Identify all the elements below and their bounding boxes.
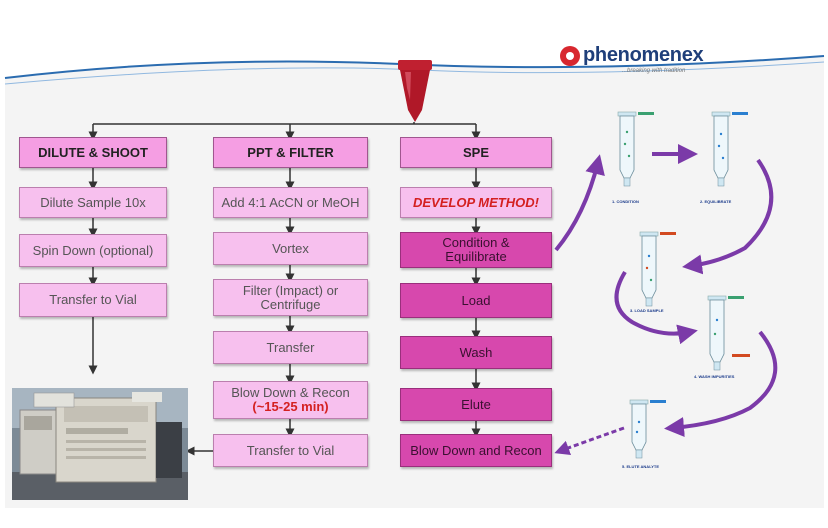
spe-header: SPE — [400, 137, 552, 168]
spe-step-blowdown: Blow Down and Recon — [400, 434, 552, 467]
spe-step-condition-line1: Condition & — [442, 235, 510, 250]
spe-step-elute: Elute — [400, 388, 552, 421]
ppt-step-blowdown-line1: Blow Down & Recon — [231, 385, 350, 400]
ppt-step-filter: Filter (Impact) or Centrifuge — [213, 279, 368, 316]
spe-step-load: Load — [400, 283, 552, 318]
spe-cartridge-icon — [617, 111, 654, 187]
spe-label-equilibrate: 2. EQUILIBRATE — [700, 199, 732, 204]
brand-tagline: ...breaking with tradition — [622, 68, 686, 74]
spe-label-load-sample: 3. LOAD SAMPLE — [630, 308, 664, 313]
spe-step-wash: Wash — [400, 336, 552, 369]
phenomenex-logo: phenomenex ...breaking with tradition — [560, 44, 710, 78]
dilute-step-1: Dilute Sample 10x — [19, 187, 167, 218]
spe-cartridge-icon — [629, 399, 666, 459]
brand-name: phenomenex — [583, 44, 704, 66]
spe-develop-method: DEVELOP METHOD! — [400, 187, 552, 218]
ppt-filter-header: PPT & FILTER — [213, 137, 368, 168]
spe-label-elute: 5. ELUTE ANALYTE — [622, 464, 659, 469]
ppt-step-transfer: Transfer — [213, 331, 368, 364]
dilute-step-2: Spin Down (optional) — [19, 234, 167, 267]
spe-step-condition-line2: Equilibrate — [445, 249, 507, 264]
spe-cartridge-icon — [711, 111, 748, 187]
dilute-shoot-header: DILUTE & SHOOT — [19, 137, 167, 168]
ppt-step-transfer-vial: Transfer to Vial — [213, 434, 368, 467]
phenomenex-mark-icon — [560, 46, 580, 66]
dilute-step-3: Transfer to Vial — [19, 283, 167, 317]
spe-cartridge-icon — [639, 231, 676, 307]
spe-label-condition: 1. CONDITION — [612, 199, 639, 204]
spe-cartridge-icon — [707, 295, 750, 371]
sample-tube-icon — [398, 60, 432, 122]
spe-label-wash: 4. WASH IMPURITIES — [694, 374, 735, 379]
lc-ms-instrument-icon — [12, 388, 188, 500]
ppt-step-filter-line2: Centrifuge — [260, 296, 321, 312]
ppt-step-blowdown: Blow Down & Recon (~15-25 min) — [213, 381, 368, 419]
ppt-step-blowdown-time: (~15-25 min) — [252, 399, 329, 414]
ppt-step-vortex: Vortex — [213, 232, 368, 265]
spe-step-condition: Condition & Equilibrate — [400, 232, 552, 268]
ppt-step-add: Add 4:1 AcCN or MeOH — [213, 187, 368, 218]
ppt-step-filter-line1: Filter (Impact) or — [242, 282, 339, 298]
